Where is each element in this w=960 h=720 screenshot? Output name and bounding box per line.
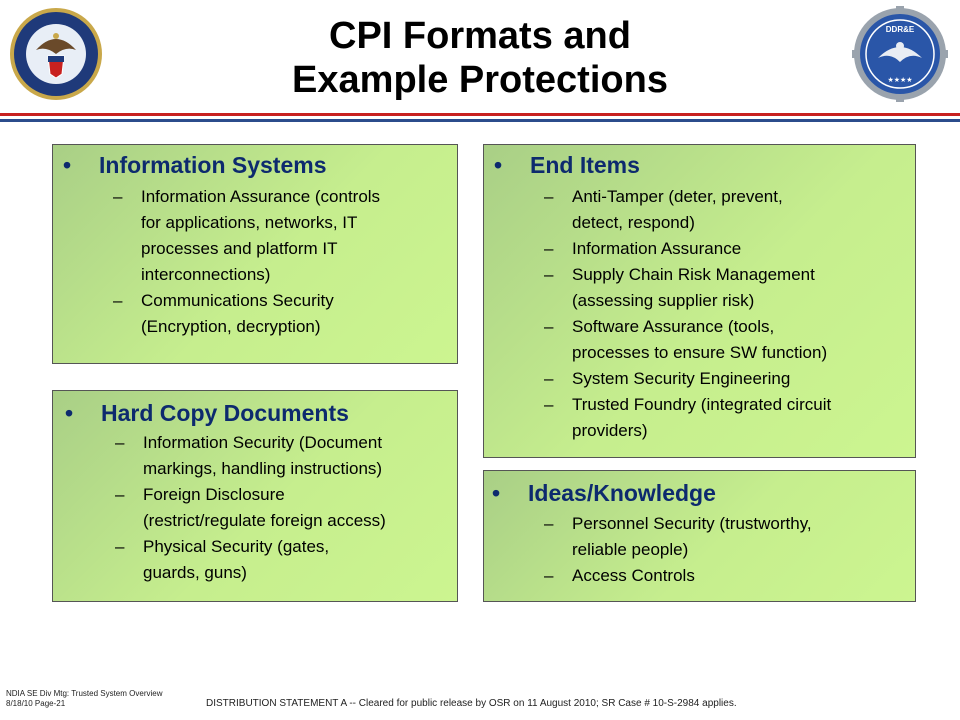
list-item: –Supply Chain Risk Management (assessing … bbox=[544, 262, 905, 314]
dash-bullet: – bbox=[544, 265, 554, 284]
list-item: –Trusted Foundry (integrated circuit prov… bbox=[544, 392, 905, 444]
header-rule-red bbox=[0, 113, 960, 116]
ddre-seal-text: DDR&E bbox=[886, 25, 915, 34]
item-list: –Anti-Tamper (deter, prevent,detect, res… bbox=[544, 184, 905, 444]
box-heading: •Information Systems bbox=[63, 152, 327, 178]
list-item-line: Information Assurance (controls bbox=[141, 187, 381, 206]
list-item-line: Supply Chain Risk Management bbox=[572, 265, 815, 284]
list-item-line: Anti-Tamper (deter, prevent, bbox=[572, 187, 783, 206]
header-rule-blue bbox=[0, 119, 960, 122]
dash-bullet: – bbox=[544, 514, 554, 533]
list-item-line: Personnel Security (trustworthy, bbox=[572, 514, 812, 533]
dash-bullet: – bbox=[115, 433, 125, 452]
list-item-line: reliable people) bbox=[572, 540, 689, 559]
box-information-systems: •Information Systems –Information Assura… bbox=[52, 144, 458, 364]
list-item-line: (restrict/regulate foreign access) bbox=[143, 511, 386, 530]
svg-text:★★★★: ★★★★ bbox=[887, 76, 912, 84]
list-item-line: Software Assurance (tools, bbox=[572, 317, 775, 336]
header-rule-gap bbox=[0, 116, 960, 119]
dash-bullet: – bbox=[113, 291, 123, 310]
list-item: –Anti-Tamper (deter, prevent, detect, res… bbox=[544, 184, 905, 236]
dash-bullet: – bbox=[544, 566, 554, 585]
list-item-line: System Security Engineering bbox=[572, 369, 791, 388]
box-heading: •Ideas/Knowledge bbox=[492, 480, 716, 506]
list-item: –Information Assurance bbox=[544, 236, 905, 262]
list-item: –Access Controls bbox=[544, 563, 905, 589]
list-item-line: markings, handling instructions) bbox=[143, 459, 383, 478]
list-item: –Personnel Security (trustworthy, reliabl… bbox=[544, 511, 905, 563]
list-item-line: (assessing supplier risk) bbox=[572, 291, 755, 310]
footer-meeting-line: NDIA SE Div Mtg: Trusted System Overview bbox=[6, 689, 163, 698]
list-item: –Communications Security (Encryption, dec… bbox=[113, 288, 447, 340]
dash-bullet: – bbox=[113, 187, 123, 206]
ddre-seal-icon: DDR&E ★★★★ bbox=[852, 6, 948, 102]
list-item: –System Security Engineering bbox=[544, 366, 905, 392]
title-line-2: Example Protections bbox=[292, 59, 668, 101]
list-item-line: processes to ensure SW function) bbox=[572, 343, 828, 362]
list-item-line: Trusted Foundry (integrated circuit bbox=[572, 395, 832, 414]
box-ideas-knowledge: •Ideas/Knowledge –Personnel Security (tr… bbox=[483, 470, 916, 602]
list-item: –Physical Security (gates, guards, guns) bbox=[115, 534, 447, 586]
list-item: –Software Assurance (tools, processes to … bbox=[544, 314, 905, 366]
list-item-line: for applications, networks, IT bbox=[141, 213, 358, 232]
list-item-line: Information Security (Document bbox=[143, 433, 383, 452]
list-item-line: Information Assurance bbox=[572, 239, 742, 258]
title-line-1: CPI Formats and bbox=[329, 15, 631, 57]
list-item-line: providers) bbox=[572, 421, 648, 440]
list-item-line: Foreign Disclosure bbox=[143, 485, 285, 504]
dash-bullet: – bbox=[544, 395, 554, 414]
list-item-line: Access Controls bbox=[572, 566, 695, 585]
list-item: –Information Security (Document markings,… bbox=[115, 430, 447, 482]
slide-title: CPI Formats and Example Protections bbox=[160, 14, 800, 102]
box-hard-copy-documents: •Hard Copy Documents –Information Securi… bbox=[52, 390, 458, 602]
box-heading: •End Items bbox=[494, 152, 640, 178]
list-item: –Information Assurance (controls for appl… bbox=[113, 184, 447, 288]
list-item-line: guards, guns) bbox=[143, 563, 247, 582]
list-item-line: interconnections) bbox=[141, 265, 271, 284]
list-item-line: processes and platform IT bbox=[141, 239, 338, 258]
list-item-line: (Encryption, decryption) bbox=[141, 317, 321, 336]
box-heading: •Hard Copy Documents bbox=[65, 400, 349, 426]
list-item-line: Physical Security (gates, bbox=[143, 537, 330, 556]
dod-seal-icon bbox=[10, 8, 102, 100]
footer-meeting-info: NDIA SE Div Mtg: Trusted System Overview… bbox=[6, 689, 162, 709]
dash-bullet: – bbox=[544, 369, 554, 388]
footer-page-line: 8/18/10 Page-21 bbox=[6, 699, 66, 708]
dash-bullet: – bbox=[544, 187, 554, 206]
list-item: –Foreign Disclosure (restrict/regulate fo… bbox=[115, 482, 447, 534]
dash-bullet: – bbox=[544, 317, 554, 336]
list-item-line: Communications Security bbox=[141, 291, 334, 310]
list-item-line: detect, respond) bbox=[572, 213, 695, 232]
distribution-statement: DISTRIBUTION STATEMENT A -- Cleared for … bbox=[206, 698, 737, 709]
dash-bullet: – bbox=[544, 239, 554, 258]
dash-bullet: – bbox=[115, 485, 125, 504]
item-list: –Personnel Security (trustworthy,reliabl… bbox=[544, 511, 905, 589]
dash-bullet: – bbox=[115, 537, 125, 556]
box-end-items: •End Items –Anti-Tamper (deter, prevent,… bbox=[483, 144, 916, 458]
